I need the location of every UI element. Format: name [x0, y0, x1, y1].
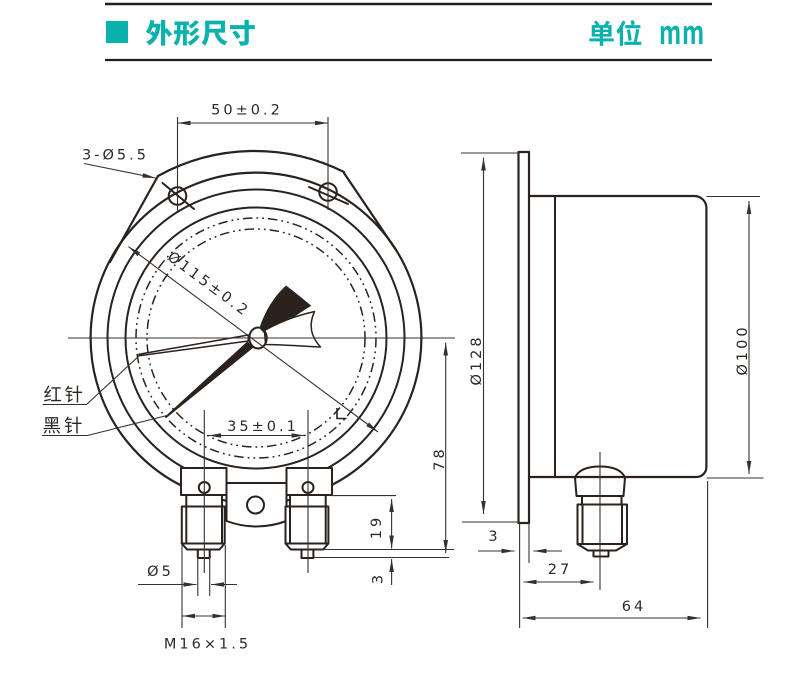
side-port-hex	[576, 503, 628, 545]
dim-flange-diameter: Ø128	[461, 152, 519, 523]
dim-flange-thickness: 3	[478, 523, 562, 563]
port-right-hex	[284, 505, 330, 545]
dim-dial-diameter-text: Ø115±0.2	[164, 249, 252, 320]
dimensions: 50±0.2 3-Ø5.5 红针 黑针 35±0.1 19 3 78	[42, 103, 764, 653]
section-bullet-icon	[106, 21, 128, 43]
dim-dial-diameter: Ø115±0.2	[128, 246, 379, 433]
dim-center-height-text: 78	[432, 446, 448, 470]
dim-tip-height-text: 3	[371, 572, 387, 584]
dim-total-depth-text: 64	[622, 599, 646, 615]
dim-hole-note: 3-Ø5.5	[82, 148, 156, 179]
side-port-dome	[574, 465, 626, 497]
red-needle-label: 红针	[42, 355, 140, 406]
dim-tip-diameter-text: Ø5	[147, 564, 174, 580]
red-needle-label-text: 红针	[44, 385, 78, 405]
dim-flange-to-axis-text: 27	[548, 562, 572, 578]
plate-middle	[225, 482, 288, 528]
unit-label-text: 单位 mm	[588, 20, 699, 50]
front-view: Ø115±0.2	[68, 149, 455, 559]
dim-body-diameter-text: Ø100	[735, 324, 751, 375]
port-left	[180, 494, 226, 559]
dim-tip-height: 3	[313, 556, 449, 585]
dim-thread: M16×1.5	[164, 545, 251, 653]
plate-center-hole	[246, 495, 265, 515]
port-right	[284, 494, 330, 559]
dim-flange-thickness-text: 3	[488, 529, 500, 545]
side-port-neck	[581, 495, 623, 506]
dim-port-spacing-text: 35±0.1	[227, 419, 299, 435]
dim-hole-spacing-text: 50±0.2	[211, 103, 283, 119]
dim-flange-to-axis: 27	[519, 523, 594, 628]
port-left-chamfer	[180, 542, 226, 551]
port-left-hex	[180, 505, 226, 545]
red-needle	[138, 310, 322, 357]
dim-thread-text: M16×1.5	[164, 637, 251, 653]
black-needle-shape	[259, 285, 312, 337]
black-needle-label: 黑针	[42, 414, 168, 437]
side-view	[517, 150, 708, 590]
page-title-text: 外形尺寸	[145, 20, 257, 50]
black-needle-label-text: 黑针	[43, 416, 77, 436]
dim-hole-spacing: 50±0.2	[176, 103, 329, 211]
side-port	[574, 465, 628, 558]
dim-port-spacing: 35±0.1	[203, 410, 309, 573]
dim-hole-note-text: 3-Ø5.5	[82, 148, 149, 164]
dim-flange-diameter-text: Ø128	[469, 334, 485, 385]
dim-body-diameter: Ø100	[706, 195, 764, 479]
black-needle	[165, 285, 312, 418]
mount-flange-plate	[517, 150, 531, 525]
flange-arc	[156, 149, 346, 178]
dim-total-depth: 64	[522, 481, 709, 628]
black-needle-tail	[165, 341, 254, 418]
unit-label: 单位 mm	[588, 20, 703, 50]
dim-tip-diameter: Ø5	[138, 558, 237, 596]
dim-hex-height: 19	[315, 495, 454, 551]
side-port-tip	[592, 549, 610, 558]
mount-hole-left-slash	[161, 182, 195, 210]
dim-hex-height-text: 19	[369, 515, 385, 539]
case-body	[527, 194, 708, 479]
dim-center-height: 78	[432, 342, 449, 553]
header: 外形尺寸 单位 mm	[105, 2, 712, 62]
